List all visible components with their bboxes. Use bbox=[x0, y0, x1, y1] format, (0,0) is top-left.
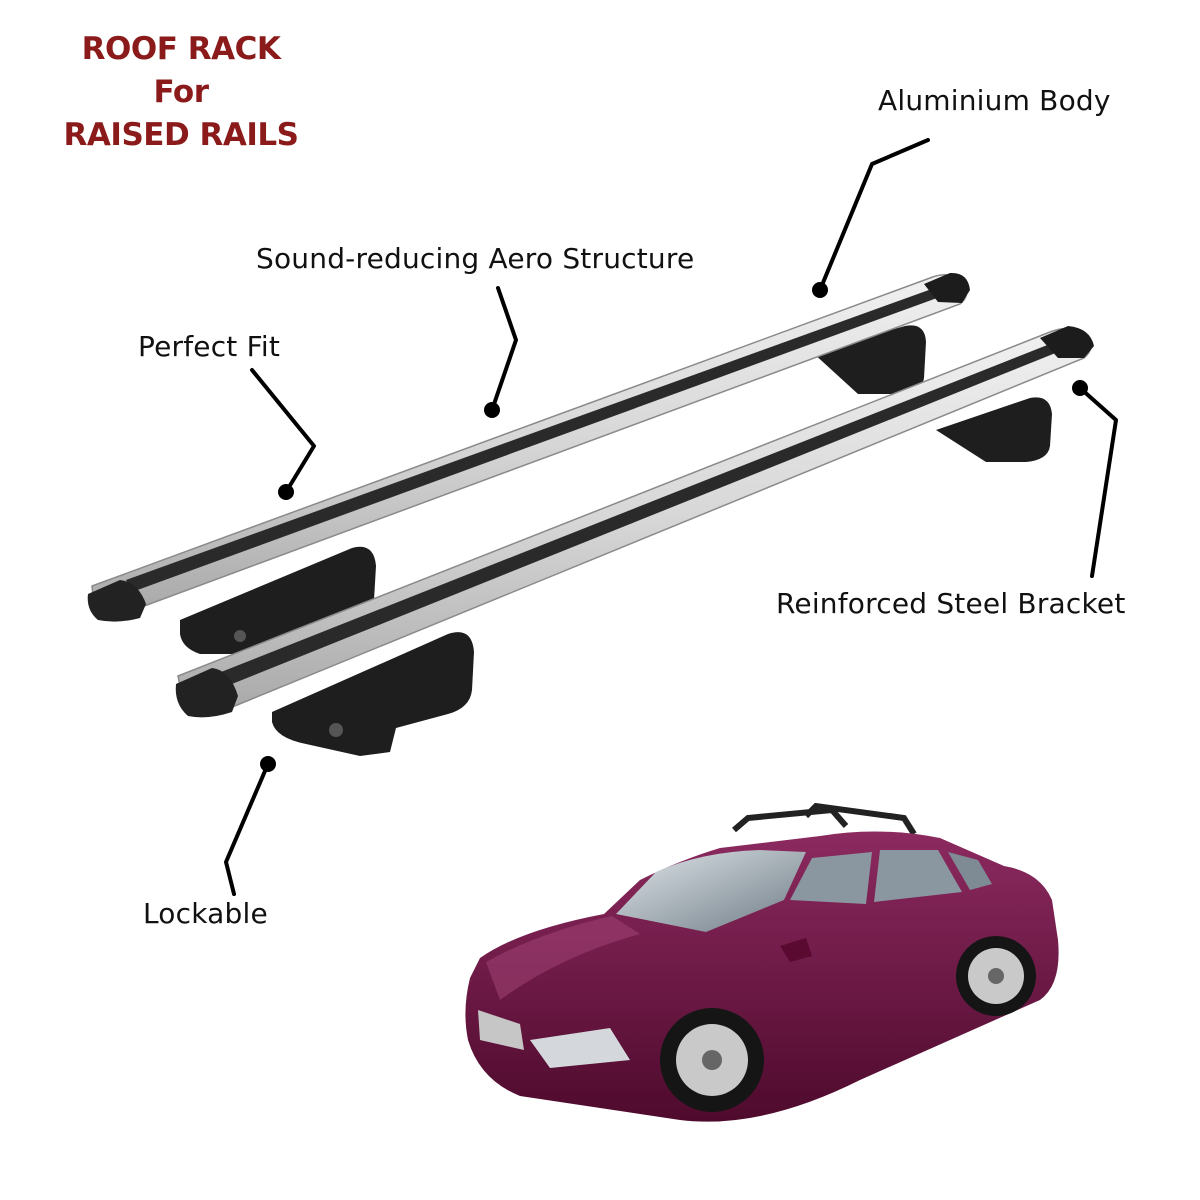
title-line-1: ROOF RACK bbox=[81, 31, 281, 67]
title-line-2: For bbox=[153, 74, 209, 110]
front-crossbar bbox=[175, 326, 1094, 756]
callout-dot-steel bbox=[1072, 380, 1088, 396]
leader-perfect-fit bbox=[250, 368, 316, 494]
callout-dot-fit bbox=[278, 484, 294, 500]
title-line-3: RAISED RAILS bbox=[63, 117, 299, 153]
callout-aluminium-body: Aluminium Body bbox=[878, 84, 1111, 117]
callout-perfect-fit: Perfect Fit bbox=[138, 330, 281, 363]
leader-aero-structure bbox=[490, 286, 518, 412]
callout-dot-aluminium bbox=[812, 282, 828, 298]
callout-dot-aero bbox=[484, 402, 500, 418]
leader-lockable bbox=[224, 762, 270, 896]
rear-crossbar bbox=[87, 272, 970, 654]
product-title: ROOF RACK For RAISED RAILS bbox=[40, 28, 322, 157]
callout-lockable: Lockable bbox=[143, 897, 268, 930]
callout-dot-lockable bbox=[260, 756, 276, 772]
callout-steel-bracket: Reinforced Steel Bracket bbox=[776, 587, 1126, 620]
leader-steel-bracket bbox=[1078, 386, 1118, 578]
callout-aero-structure: Sound-reducing Aero Structure bbox=[256, 242, 695, 275]
leader-aluminium-body bbox=[818, 138, 930, 292]
sedan-car-image bbox=[465, 802, 1059, 1122]
